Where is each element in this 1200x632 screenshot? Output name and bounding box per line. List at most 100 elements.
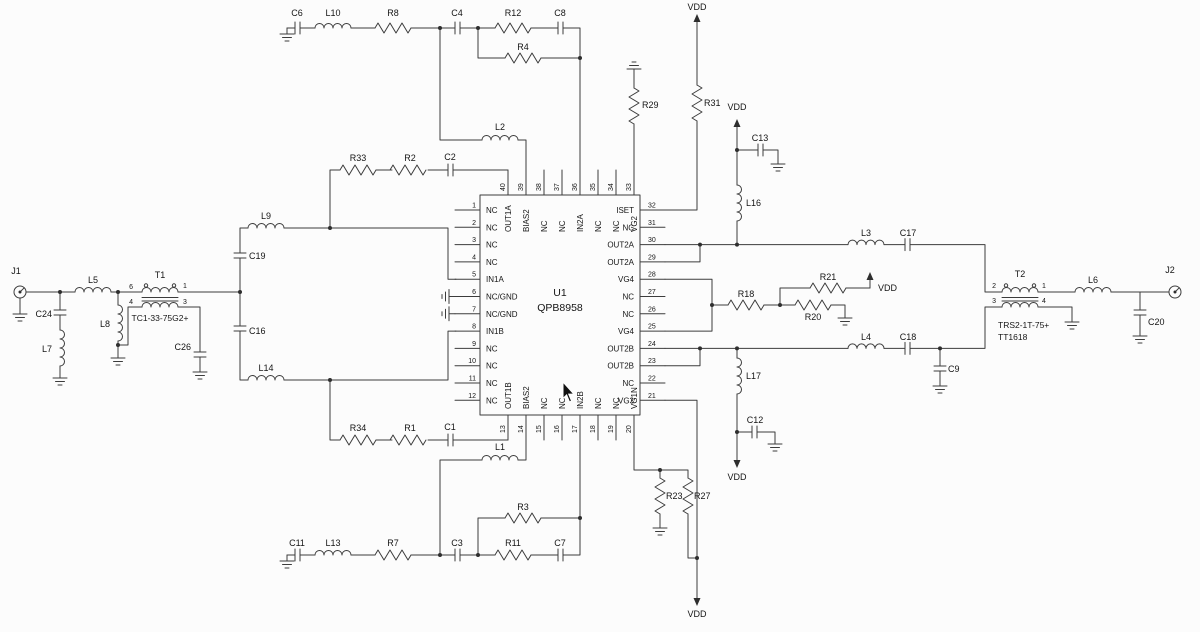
capacitor-C13[interactable] [757, 143, 764, 157]
inductor-L7[interactable] [59, 329, 65, 367]
ic-pin-number: 40 [500, 183, 507, 191]
ic-pin-label: NC [612, 397, 621, 409]
ic-pin-label: NC/GND [486, 293, 518, 302]
t1-secondary-winding [141, 302, 179, 308]
resistor-R29[interactable] [628, 87, 640, 125]
capacitor-C3[interactable] [454, 548, 461, 562]
label-C8: C8 [554, 8, 566, 18]
capacitor-C12[interactable] [751, 425, 758, 439]
inductor-L17[interactable] [736, 357, 742, 395]
ic-pin-number: 6 [472, 289, 476, 296]
resistor-R4[interactable] [504, 52, 542, 64]
inductor-L8[interactable] [117, 304, 123, 342]
connector-J1[interactable] [13, 285, 27, 299]
capacitor-C24[interactable] [53, 309, 67, 316]
resistor-R21[interactable] [809, 282, 847, 294]
inductor-L2[interactable] [481, 135, 519, 141]
capacitor-C11[interactable] [294, 548, 301, 562]
t2-phase-dot [1031, 283, 1037, 288]
inductor-L1[interactable] [481, 455, 519, 461]
label-R2: R2 [404, 153, 416, 163]
capacitor-C4[interactable] [454, 21, 461, 35]
ic-pin-number: 25 [648, 324, 656, 331]
resistor-R11[interactable] [494, 549, 532, 561]
label-R20: R20 [805, 312, 822, 322]
ground-symbol [837, 311, 853, 326]
capacitor-C26[interactable] [193, 351, 207, 358]
label-T2-part: TRS2-1T-75+ [998, 320, 1049, 330]
capacitor-C7[interactable] [557, 548, 564, 562]
inductor-L9[interactable] [247, 223, 285, 229]
resistor-R1[interactable] [389, 434, 427, 446]
t1-pin-number: 3 [183, 299, 187, 306]
label-T1: T1 [155, 270, 166, 280]
labels: C6 L10 R8 C4 R12 C8 R4 L2 R33 R2 C2 L9 C… [11, 2, 1175, 619]
label-VDD: VDD [687, 609, 707, 619]
net-top-bias-chain [286, 27, 581, 171]
resistor-R20[interactable] [794, 299, 832, 311]
resistor-R31[interactable] [691, 84, 703, 122]
capacitor-C2[interactable] [447, 163, 454, 177]
capacitor-C9[interactable] [933, 365, 947, 372]
inductor-L5[interactable] [74, 287, 112, 293]
ic-pin-label: NC [612, 220, 621, 232]
inductor-L13[interactable] [314, 550, 352, 556]
ic-pin-label: OUT2B [607, 362, 634, 371]
capacitor-C20[interactable] [1133, 309, 1147, 316]
resistor-R2[interactable] [389, 164, 427, 176]
connector-J2[interactable] [1168, 285, 1182, 299]
t1-phase-dot [171, 283, 177, 288]
label-C2: C2 [444, 152, 456, 162]
t1-pin-number: 6 [129, 284, 133, 291]
resistor-R3[interactable] [504, 512, 542, 524]
net-vg1-vg3 [633, 399, 698, 591]
resistor-R27[interactable] [682, 477, 694, 515]
capacitor-C17[interactable] [904, 238, 911, 252]
inductor-L3[interactable] [847, 239, 885, 246]
inductor-L10[interactable] [314, 23, 352, 29]
resistor-R33[interactable] [339, 164, 377, 176]
label-L9: L9 [261, 211, 271, 221]
resistor-R8[interactable] [374, 22, 412, 34]
ic-pin-number: 7 [472, 306, 476, 313]
ground-symbol [12, 307, 28, 322]
resistor-R7[interactable] [374, 549, 412, 561]
transformer-T2[interactable] [1001, 283, 1039, 308]
resistor-R12[interactable] [494, 22, 532, 34]
inductor-L4[interactable] [847, 343, 885, 349]
label-VDD: VDD [727, 102, 747, 112]
ic-pin-label: OUT2A [607, 241, 634, 250]
ic-pin-label: NC [540, 397, 549, 409]
capacitor-C6[interactable] [294, 21, 301, 35]
ic-pin-label: NC [594, 397, 603, 409]
capacitor-C18[interactable] [904, 341, 911, 355]
resistor-R18[interactable] [727, 299, 765, 311]
inductor-L14[interactable] [247, 375, 285, 381]
inductor-L6[interactable] [1074, 287, 1112, 293]
capacitor-C1[interactable] [447, 433, 454, 447]
ic-pin-number: 4 [472, 254, 476, 261]
ic-pin-label: IN1A [486, 275, 504, 284]
ic-pin-label: ISET [616, 206, 634, 215]
label-L5: L5 [88, 275, 98, 285]
transformer-T1[interactable] [141, 283, 179, 308]
label-C24: C24 [35, 309, 52, 319]
ic-pin-number: 10 [468, 358, 476, 365]
ic-pin-number: 1 [472, 203, 476, 210]
ic-pin-label: NC [486, 396, 498, 405]
ic-pin-label: VG3 [618, 396, 635, 405]
ground-symbol [626, 61, 642, 76]
net-in1a-match [239, 169, 509, 293]
label-R27: R27 [694, 491, 711, 501]
label-C16: C16 [249, 326, 266, 336]
resistor-R34[interactable] [339, 434, 377, 446]
capacitor-C8[interactable] [557, 21, 564, 35]
inductor-L16[interactable] [736, 184, 742, 222]
resistor-R23[interactable] [654, 477, 666, 515]
label-T1-part: TC1-33-75G2+ [132, 313, 189, 323]
capacitor-C16[interactable] [233, 325, 247, 332]
capacitor-C19[interactable] [233, 252, 247, 259]
ic-body [479, 194, 641, 416]
